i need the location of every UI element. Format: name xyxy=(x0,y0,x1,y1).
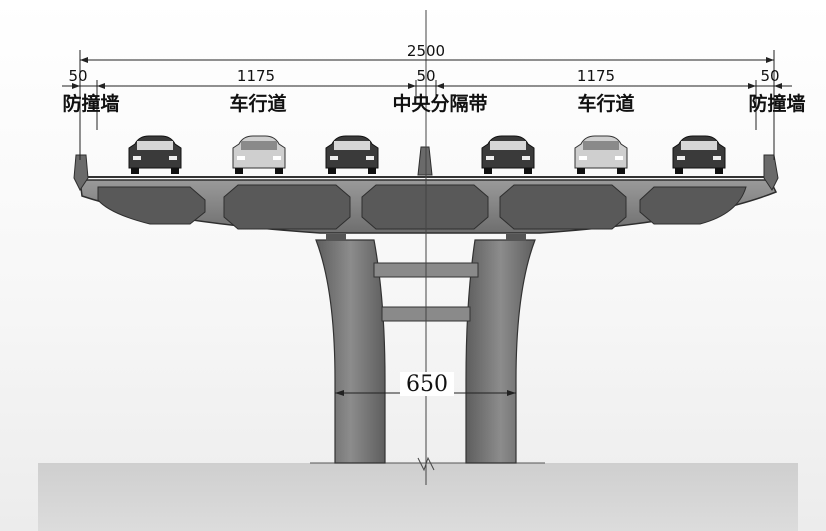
box-cell-4 xyxy=(499,184,627,230)
ground xyxy=(38,463,798,531)
pier-spacing-label: 650 xyxy=(406,372,448,397)
right-crash-barrier xyxy=(763,154,779,191)
pier-right-column xyxy=(465,239,536,464)
car-icon xyxy=(325,135,379,174)
car-icon xyxy=(574,135,628,174)
car-icon xyxy=(128,135,182,174)
bearing-left xyxy=(326,234,346,241)
pier-spacing-dimension xyxy=(335,372,516,396)
dimension-arrows xyxy=(72,57,782,89)
right-lane-width-label: 1175 xyxy=(577,67,615,85)
box-cell-1 xyxy=(97,186,206,225)
bearing-right xyxy=(506,234,526,241)
pier xyxy=(315,234,536,464)
box-cell-3 xyxy=(361,184,489,230)
left-barrier-width-label: 50 xyxy=(68,67,87,85)
left-lane-width-label: 1175 xyxy=(237,67,275,85)
total-width-label: 2500 xyxy=(407,42,445,60)
dimension-lines xyxy=(62,50,792,160)
box-cell-5 xyxy=(639,186,747,225)
car-icon xyxy=(232,135,286,174)
left-crash-barrier xyxy=(73,154,89,191)
median-width-label: 50 xyxy=(416,67,435,85)
vehicles xyxy=(128,135,726,174)
left-carriageway-label: 车行道 xyxy=(229,92,286,115)
box-cell-2 xyxy=(223,184,351,230)
box-girder xyxy=(79,176,778,234)
ground-break-mark xyxy=(417,456,435,472)
right-barrier-label: 防撞墙 xyxy=(748,92,805,115)
central-median-label: 中央分隔带 xyxy=(392,92,487,115)
left-barrier-label: 防撞墙 xyxy=(62,92,119,115)
car-icon xyxy=(481,135,535,174)
right-carriageway-label: 车行道 xyxy=(577,92,634,115)
car-icon xyxy=(672,135,726,174)
central-median-barrier xyxy=(417,146,433,176)
right-barrier-width-label: 50 xyxy=(760,67,779,85)
